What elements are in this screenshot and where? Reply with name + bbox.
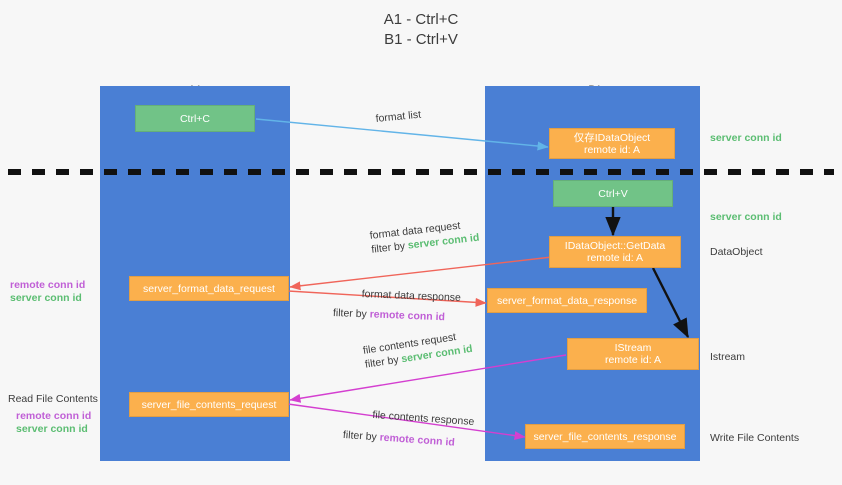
box-server-file-contents-response[interactable]: server_file_contents_response [525,424,685,449]
label-left-remote-conn-id-2: remote conn id [16,410,92,422]
box-ctrl-c[interactable]: Ctrl+C [135,105,255,132]
label-right-server-conn-id-top: server conn id [710,132,782,144]
box-idataobject-getdata[interactable]: IDataObject::GetData remote id: A [549,236,681,268]
filter-by-text-4: filter by [342,428,381,444]
page-title: A1 - Ctrl+C B1 - Ctrl+V [383,11,459,48]
label-left-conn-ids-group-2: remote conn id server conn id [16,410,91,436]
remote-conn-id-text: remote conn id [369,308,446,324]
arrow-format-data-request [289,256,553,291]
label-right-write-file-contents: Write File Contents [710,432,800,444]
box-server-format-data-response[interactable]: server_format_data_response [487,288,647,313]
label-right-dataobject: DataObject [710,246,763,258]
box-istream[interactable]: IStream remote id: A [567,338,699,370]
label-left-conn-ids-group: remote conn id server conn id [10,279,85,305]
arrow-getdata-to-istream [651,267,690,339]
arrow-file-contents-request [289,354,567,403]
box-server-file-contents-request[interactable]: server_file_contents_request [129,392,289,417]
arrow-file-contents-response [287,403,526,440]
label-right-istream: Istream [710,351,746,363]
label-format-data-response-group: format data response filter by remote co… [333,286,461,325]
label-left-server-conn-id: server conn id [10,292,82,304]
box-idataobject-saved[interactable]: 仅存IDataObject remote id: A [549,128,675,159]
filter-by-text-2: filter by [332,306,370,321]
label-left-server-conn-id-2: server conn id [16,423,88,435]
label-left-remote-conn-id: remote conn id [10,279,86,291]
label-right-server-conn-id-ctrlv: server conn id [710,211,782,223]
label-left-read-file-contents: Read File Contents [8,393,98,405]
arrow-format-list [255,118,549,151]
box-server-format-data-request[interactable]: server_format_data_request [129,276,289,301]
box-ctrl-v[interactable]: Ctrl+V [553,180,673,207]
arrow-format-data-response [287,290,487,307]
